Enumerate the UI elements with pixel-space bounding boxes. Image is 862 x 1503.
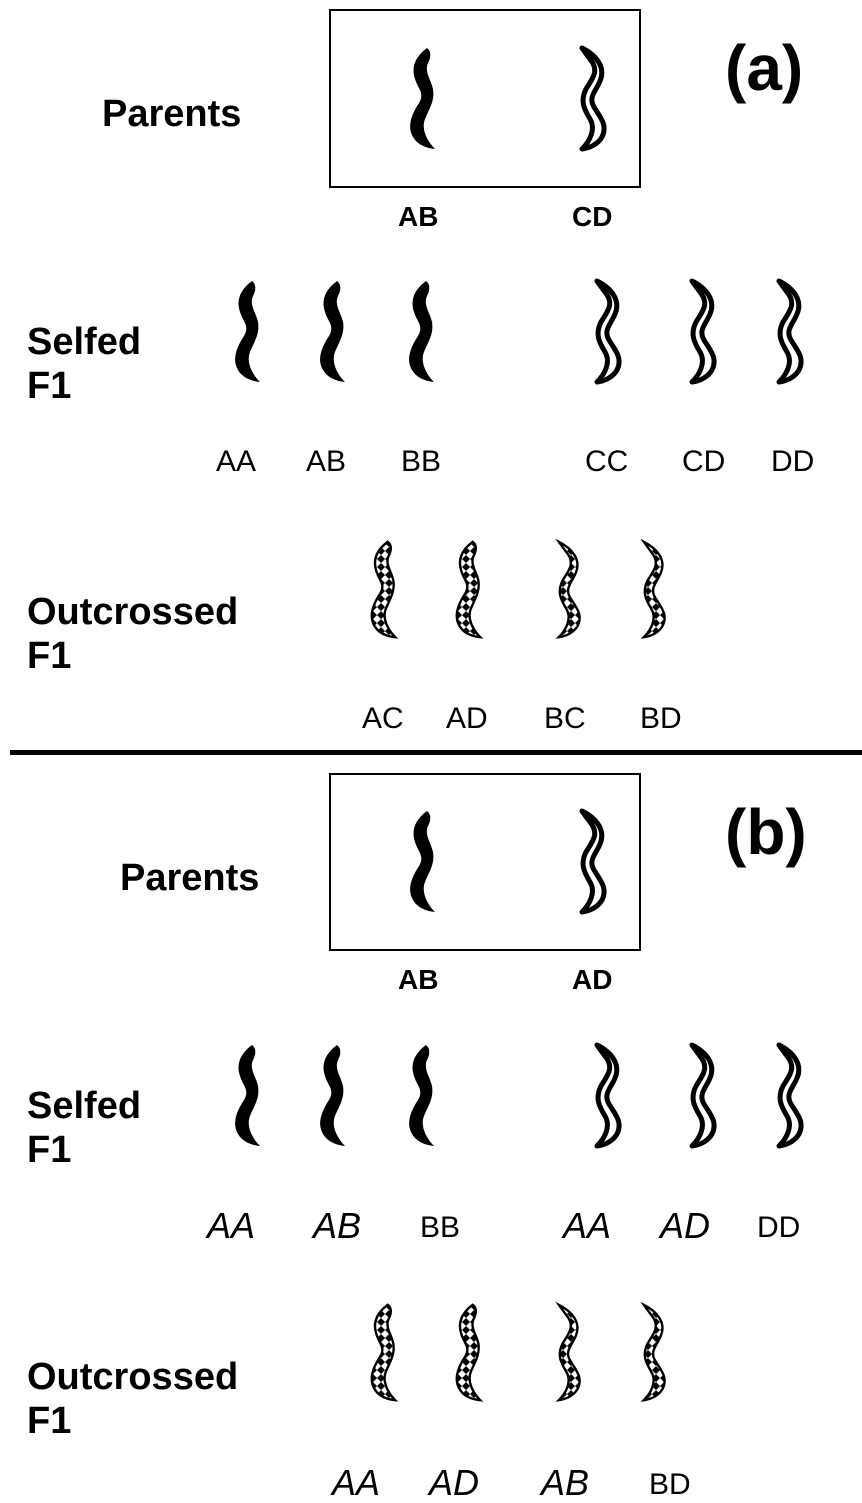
- selfed-genotype: BB: [401, 445, 442, 478]
- checkered-chromosome-icon: [455, 1303, 484, 1402]
- parents-box: [329, 9, 641, 188]
- black-chromosome-icon: [410, 48, 435, 149]
- panel-a-label: (a): [725, 32, 804, 104]
- outline-chromosome-icon: [776, 278, 804, 385]
- selfed-label: Selfed F1: [27, 321, 142, 407]
- outline-chromosome-icon: [689, 278, 717, 385]
- outcrossed-genotype: AA: [332, 1462, 381, 1503]
- outline-chromosome-icon: [689, 1042, 717, 1149]
- selfed-label: Selfed F1: [27, 1085, 142, 1171]
- checkered-chromosome-icon: [555, 1301, 581, 1402]
- outcrossed-genotype: AB: [541, 1462, 590, 1503]
- parent-genotype: AD: [572, 964, 613, 995]
- parent-genotype: AB: [398, 964, 439, 995]
- parents-box: [329, 773, 641, 951]
- selfed-genotype: AA: [207, 1205, 256, 1246]
- outcrossed-genotype: BD: [649, 1468, 691, 1501]
- outcrossed-label: Outcrossed F1: [27, 591, 239, 677]
- checkered-chromosome-icon: [640, 538, 666, 639]
- outcrossed-label: Outcrossed F1: [27, 1356, 239, 1442]
- black-chromosome-icon: [320, 281, 345, 382]
- black-chromosome-icon: [410, 811, 435, 912]
- checkered-chromosome-icon: [370, 1303, 399, 1402]
- parent-genotype: CD: [572, 201, 613, 232]
- checkered-chromosome-icon: [370, 540, 399, 639]
- checkered-chromosome-icon: [640, 1301, 666, 1402]
- panel-b-label: (b): [725, 796, 807, 868]
- outline-chromosome-icon: [579, 45, 607, 152]
- parents-label: Parents: [102, 93, 242, 135]
- selfed-genotype: AD: [660, 1205, 711, 1246]
- selfed-genotype: AB: [306, 445, 347, 478]
- outline-chromosome-icon: [776, 1042, 804, 1149]
- selfed-genotype: DD: [771, 445, 815, 478]
- outcrossed-genotype: BD: [640, 702, 682, 735]
- selfed-genotype: AA: [216, 445, 257, 478]
- selfed-genotype: CC: [585, 445, 629, 478]
- black-chromosome-icon: [235, 281, 260, 382]
- outcrossed-genotype: AD: [446, 702, 488, 735]
- black-chromosome-icon: [235, 1045, 260, 1146]
- parent-genotype: AB: [398, 201, 439, 232]
- outcrossed-genotype: AD: [429, 1462, 480, 1503]
- selfed-genotype: AA: [563, 1205, 612, 1246]
- outline-chromosome-icon: [594, 1042, 622, 1149]
- checkered-chromosome-icon: [555, 538, 581, 639]
- black-chromosome-icon: [409, 281, 434, 382]
- selfed-genotype: CD: [682, 445, 726, 478]
- outcrossed-genotype: BC: [544, 702, 586, 735]
- black-chromosome-icon: [409, 1045, 434, 1146]
- parents-label: Parents: [120, 857, 260, 899]
- checkered-chromosome-icon: [455, 540, 484, 639]
- selfed-genotype: DD: [757, 1211, 801, 1244]
- outcrossed-genotype: AC: [362, 702, 404, 735]
- outline-chromosome-icon: [579, 808, 607, 915]
- outline-chromosome-icon: [594, 278, 622, 385]
- selfed-genotype: AB: [313, 1205, 362, 1246]
- panel-divider: [10, 750, 862, 755]
- selfed-genotype: BB: [420, 1211, 461, 1244]
- black-chromosome-icon: [320, 1045, 345, 1146]
